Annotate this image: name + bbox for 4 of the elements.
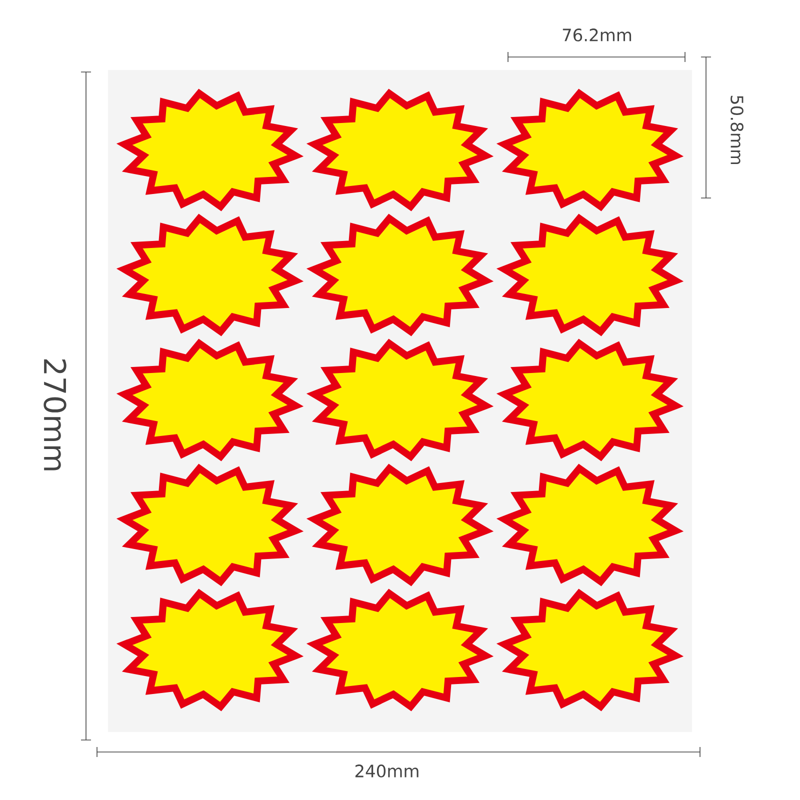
dimension-label: 240mm: [355, 764, 418, 778]
dimension-label: 50.8mm: [730, 96, 744, 164]
dimension-label: 270mm: [44, 359, 66, 470]
dimension-label: 76.2mm: [562, 28, 632, 42]
